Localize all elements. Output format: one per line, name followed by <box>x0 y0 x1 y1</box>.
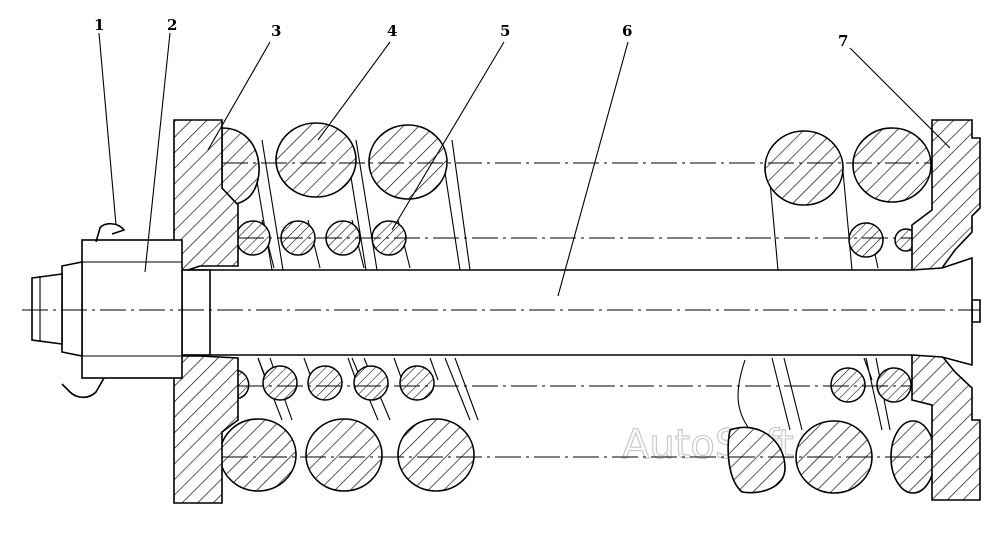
leader-line-7 <box>849 47 951 149</box>
inner-coil-section <box>876 367 912 403</box>
leader-line-4 <box>317 41 391 141</box>
outer-coil-section <box>795 420 873 494</box>
centerlines <box>22 162 980 458</box>
callout-7: 7 <box>838 32 848 50</box>
outer-coil-section <box>397 418 475 492</box>
callout-1: 1 <box>94 16 104 34</box>
callout-5: 5 <box>500 22 510 40</box>
leader-line-6 <box>557 41 629 297</box>
callout-6: 6 <box>622 22 632 40</box>
inner-coil-section <box>353 365 389 401</box>
outer-coil-section <box>764 130 844 206</box>
leader-line-3 <box>207 41 271 151</box>
inner-coil-section <box>399 365 435 401</box>
outer-coil-section <box>219 418 297 492</box>
inner-coil-partial-section <box>235 369 250 399</box>
callout-3: 3 <box>271 22 281 40</box>
rod <box>181 256 973 367</box>
inner-coil-section <box>262 365 298 401</box>
leader-line-1 <box>98 32 117 226</box>
cotter-pin <box>61 222 126 399</box>
outer-coil-partial-section <box>727 426 786 494</box>
callout-4: 4 <box>387 22 397 40</box>
outer-coil-section <box>368 124 448 200</box>
leader-lines <box>98 32 951 297</box>
leader-line-5 <box>391 41 505 231</box>
inner-coil-section <box>307 365 343 401</box>
outer-coil-section <box>305 418 383 492</box>
outer-spring-sections <box>219 122 936 494</box>
nut <box>31 239 183 379</box>
outer-coil-section <box>275 122 357 198</box>
inner-coil-section <box>848 222 884 258</box>
leader-line-2 <box>144 32 171 273</box>
callout-labels: 1 2 3 4 5 6 7 <box>94 16 848 50</box>
outer-coil-section <box>852 127 932 203</box>
inner-coil-section <box>830 367 866 403</box>
callout-2: 2 <box>167 16 177 34</box>
